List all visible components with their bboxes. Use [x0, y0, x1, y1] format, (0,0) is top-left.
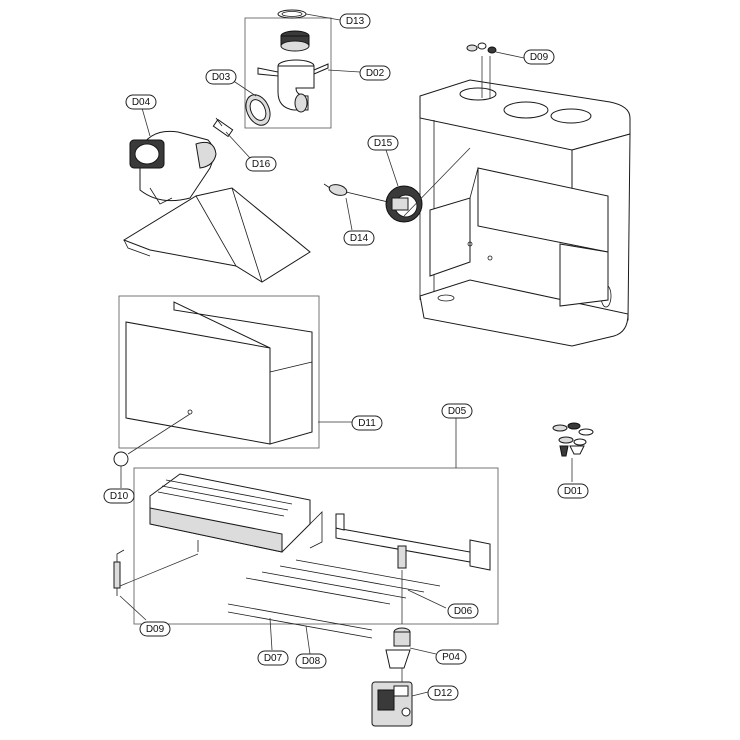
part-hood-deflector	[122, 187, 311, 283]
part-p04-connector[interactable]	[385, 627, 411, 669]
part-burner-block[interactable]	[149, 473, 323, 553]
part-d10-sight-glass[interactable]	[113, 451, 129, 467]
callout-d06[interactable]: D06	[447, 603, 479, 619]
part-d12-gas-valve[interactable]	[371, 681, 413, 727]
callout-d09-top-label: D09	[530, 52, 549, 63]
callout-d16[interactable]: D16	[245, 156, 277, 172]
callout-d11-label: D11	[358, 418, 376, 429]
callout-d08-label: D08	[302, 656, 321, 667]
part-d09-grommets-top[interactable]	[466, 42, 497, 54]
part-d15-pressure-switch[interactable]	[385, 185, 423, 223]
frame-burner-assembly	[133, 467, 499, 625]
callout-d03[interactable]: D03	[205, 69, 237, 85]
part-d14-probe[interactable]	[323, 183, 389, 203]
callout-d14[interactable]: D14	[343, 230, 375, 246]
frame-combustion-chamber	[118, 295, 320, 449]
callout-d08[interactable]: D08	[295, 653, 327, 669]
callout-d02[interactable]: D02	[359, 65, 391, 81]
callout-d10[interactable]: D10	[103, 488, 135, 504]
callout-d10-label: D10	[110, 491, 129, 502]
callout-p04[interactable]: P04	[435, 649, 467, 665]
part-d07-d08-injector-rails[interactable]	[227, 559, 441, 639]
callout-d12[interactable]: D12	[427, 685, 459, 701]
callout-d16-label: D16	[252, 159, 271, 170]
callout-d15-label: D15	[374, 138, 393, 149]
callout-d02-label: D02	[366, 68, 385, 79]
callout-d13-label: D13	[346, 16, 365, 27]
callout-d13[interactable]: D13	[339, 13, 371, 29]
part-d06-manifold[interactable]	[335, 513, 491, 571]
callout-d09-bottom[interactable]: D09	[139, 621, 171, 637]
callout-d04-label: D04	[132, 97, 151, 108]
part-d02-flue-elbow[interactable]	[257, 59, 329, 113]
callout-d01[interactable]: D01	[557, 483, 589, 499]
part-d16-sensor[interactable]	[212, 117, 234, 138]
callout-d04[interactable]: D04	[125, 94, 157, 110]
callout-d15[interactable]: D15	[367, 135, 399, 151]
part-d13-gasket[interactable]	[277, 9, 307, 19]
part-d11-combustion-chamber[interactable]	[125, 301, 313, 445]
callout-d07-label: D07	[264, 653, 283, 664]
callout-d01-label: D01	[564, 486, 583, 497]
part-d09-electrode[interactable]	[113, 549, 125, 596]
callout-d05[interactable]: D05	[441, 403, 473, 419]
callout-d03-label: D03	[212, 72, 231, 83]
callout-d07[interactable]: D07	[257, 650, 289, 666]
callout-d06-label: D06	[454, 606, 473, 617]
callout-d14-label: D14	[350, 233, 369, 244]
part-d04-fan[interactable]	[129, 130, 217, 205]
callout-d05-label: D05	[448, 406, 467, 417]
part-d01-seal-kit[interactable]	[552, 422, 594, 457]
callout-p04-label: P04	[442, 652, 460, 663]
part-threaded-collar[interactable]	[280, 30, 310, 52]
leader-lines	[119, 13, 573, 697]
part-main-casing	[419, 79, 631, 347]
callout-d09-bottom-label: D09	[146, 624, 165, 635]
part-d03-seal-ring[interactable]	[241, 91, 274, 129]
callout-d11[interactable]: D11	[351, 415, 383, 431]
callout-d09-top[interactable]: D09	[523, 49, 555, 65]
callout-d12-label: D12	[434, 688, 453, 699]
